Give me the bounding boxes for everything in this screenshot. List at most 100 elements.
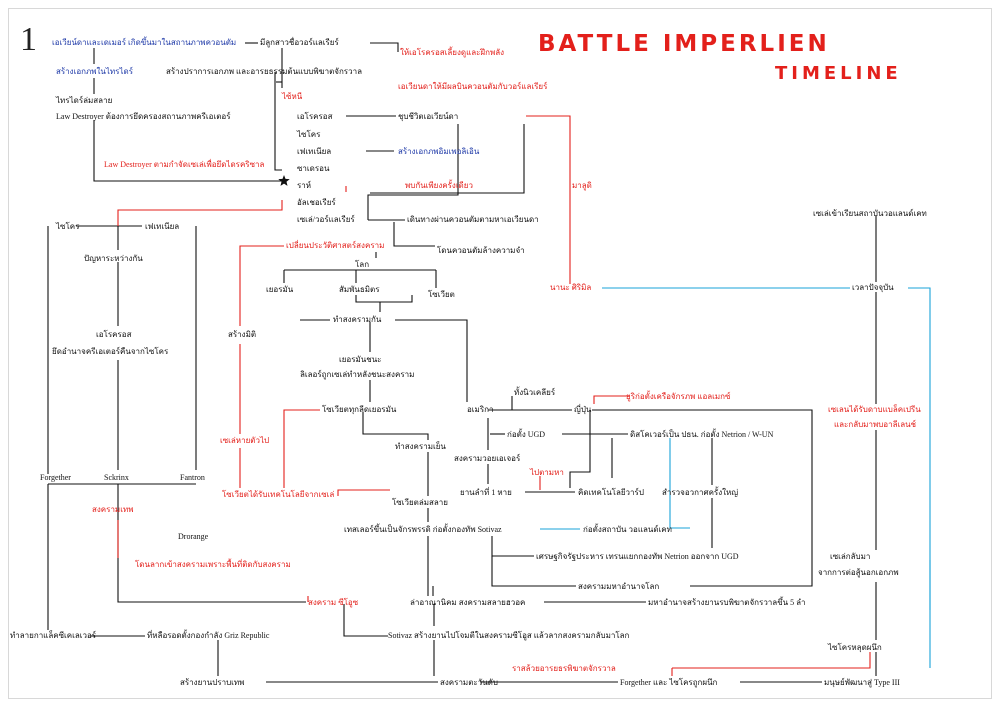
node-maludi: มาลูดิ	[572, 181, 592, 190]
logo-subtitle: TIMELINE	[775, 63, 902, 84]
node-erocros: เอโรครอส	[297, 112, 333, 121]
node-nana-sirimil: นานะ ศิริมิล	[550, 283, 592, 292]
node-cycro-unsealed: ไซโครหลุดผนึก	[828, 643, 882, 652]
node-sunset-war: สงครามตะวันดับ	[440, 678, 498, 687]
node-travel-quantum: เดินทางผ่านควอนตัมตามหาเอเวียนดา	[407, 215, 539, 224]
node-met-once: พบกันเพียงครั้งเดียว	[405, 181, 473, 190]
node-create-universe-imperlien: สร้างเอกภพอิมเพอลิเอิน	[398, 147, 480, 156]
node-superpowers-build: มหาอำนาจสร้างยานรบพิฆาตจักรวาลขึ้น 5 ลำ	[648, 598, 806, 607]
node-saderon: ซาเดรอน	[297, 164, 330, 173]
connector-line-32	[395, 319, 468, 402]
connector-line-73	[283, 409, 320, 488]
connector-line-9	[367, 124, 459, 220]
connector-line-74	[337, 489, 390, 496]
node-soviet-gets-tech: โซเวียตได้รับเทคโนโลยีจากเซเล่	[222, 490, 335, 499]
connector-line-20	[117, 484, 306, 603]
node-griz-republic: ที่หลือรอดตั้งกองกำลัง Griz Republic	[147, 631, 270, 640]
node-change-history: เปลี่ยนประวัติศาสตร์สงคราม	[286, 241, 385, 250]
connector-line-86	[669, 438, 690, 529]
node-warp-tech: คิดเทคโนโลยีวาร์ป	[578, 488, 644, 497]
node-zeous-war: สงคราม ซีโอูซ	[308, 598, 359, 607]
node-fetaneal-split: เฟเทเนียล	[145, 222, 180, 231]
node-earth: โลก	[355, 260, 370, 269]
node-forgether-cycro-sealed: Forgether และ ไซโครถูกผนึก	[620, 678, 718, 687]
connector-line-29	[355, 295, 413, 303]
node-sele-vanished: เซเล่หายตัวไป	[220, 436, 270, 445]
node-voyager-war: สงครามวอยเอเจอร์	[454, 454, 521, 463]
node-ship-1-lost: ยานลำที่ 1 หาย	[460, 488, 512, 497]
node-colonization: ล่าอาณานิคม สงครามสลายฮวอค	[410, 598, 526, 607]
connector-line-39	[592, 409, 813, 587]
node-tridrive-collapse: ไทรไดร์ล่มสลาย	[56, 96, 113, 105]
node-sele-warlaria: เซเล่/วอร์แลเรียร์	[297, 215, 355, 224]
node-god-war: สงครามเทพ	[92, 505, 134, 514]
node-flee: ไซ้หนี	[282, 92, 303, 101]
node-build-god-slayer: สร้างยานปราบเทพ	[180, 678, 245, 687]
node-tesler-emperor: เทสเลอร์ขึ้นเป็นจักรพรรดิ ก่อตั้งกองทัพ …	[344, 525, 502, 534]
node-reclaim-creator: ยึดอำนาจครีเอเตอร์คืนจากไซโคร	[52, 347, 169, 356]
connector-line-38	[569, 410, 591, 488]
connector-line-6	[274, 72, 282, 171]
node-go-search: ไปตามหา	[530, 468, 564, 477]
node-alshearia: อัลเชอเรียร์	[297, 198, 336, 207]
node-law-destroyer-wants: Law Destroyer ต้องการยึดครองสถานภาพครีเอ…	[56, 112, 231, 121]
node-space-exploration: สำรวจอวกาศครั้งใหญ่	[662, 488, 739, 497]
node-war-begins: ทำสงครามกัน	[333, 315, 382, 324]
node-memory-wiped: โดนควอนตัมล้างความจำ	[437, 246, 525, 255]
connector-line-52	[491, 556, 576, 587]
node-fear-annihilator: ราสล้วยอารยธรพิฆาตจักรวาล	[512, 664, 616, 673]
node-revive-evianda: ชุบชีวิตเอเวียน์ดา	[398, 112, 459, 121]
node-raised-by-erocros: ให้เอโรครอสเลี้ยงดูและฝึกพลัง	[400, 48, 505, 57]
node-sele-enrolls: เซเล่เข้าเรียนสถาบันวอแลนด์เคท	[813, 209, 927, 218]
node-human-type3: มนุษย์พัฒนาสู่ Type III	[824, 678, 900, 687]
node-dragged-into-war: โดนลากเข้าสงครามเพราะพื้นที่ติดกับสงคราม	[135, 560, 291, 569]
node-cold-war: ทำสงครามเย็น	[395, 442, 446, 451]
connector-line-81	[672, 652, 871, 669]
connector-line-58	[343, 604, 388, 637]
node-germany: เยอรมัน	[266, 285, 294, 294]
logo-title: BATTLE IMPERLIEN	[538, 31, 830, 57]
node-forgether: Forgether	[40, 473, 71, 482]
node-drorange: Drorange	[178, 532, 209, 541]
node-found-warlandkate: ก่อตั้งสถาบัน วอแลนด์เคท	[583, 525, 672, 534]
node-soviet-collapse: โซเวียตล่มสลาย	[392, 498, 448, 507]
node-germany-wins: เยอรมันชนะ	[339, 355, 382, 364]
node-discover-president: ดิสโคเวอร์เป็น ปธน. ก่อตั้ง Netrion / W-…	[630, 430, 774, 439]
node-allies: สัมพันธมิตร	[339, 285, 380, 294]
node-sckrinx: Sckrinx	[104, 473, 129, 482]
connector-line-69	[239, 245, 284, 252]
node-japan: ญี่ปุ่น	[574, 405, 592, 414]
node-present-time: เวลาปัจจุบัน	[852, 283, 894, 292]
node-found-ugd: ก่อตั้ง UGD	[507, 430, 546, 439]
node-cycro-split: ไซโคร	[56, 222, 80, 231]
node-meet-aliline: และกลับมาพบอาลีเลนช์	[834, 420, 917, 429]
node-rah: ราห์	[297, 181, 312, 190]
node-selen-blade: เซเลนได้รับดาบแบล็คเปรีน	[828, 405, 921, 414]
node-fantron: Fantron	[180, 473, 205, 482]
node-create-universe-tridrive: สร้างเอกภพในไทรไดร์	[56, 67, 133, 76]
node-nuclear: ทั้งนิวเคลียร์	[514, 388, 556, 397]
node-soviet: โซเวียต	[428, 290, 455, 299]
node-daughter-warlaria: มีลูกสาวชื่อวอร์แลเรียร์	[260, 38, 339, 47]
node-conflict: ปัญหาระหว่างกัน	[84, 254, 143, 263]
connector-line-79	[593, 395, 630, 404]
node-destroy-galaxy: ทำลายกาแล็คซีเคเลเวอร์	[10, 631, 97, 640]
connector-line-4	[93, 120, 282, 182]
node-soviet-attacks-germany: โซเวียตทุกลีดเยอรมัน	[322, 405, 397, 414]
connector-line-78	[526, 115, 571, 284]
node-from-outer-battle: จากการต่อสู้นอกเอกภพ	[818, 568, 899, 577]
page-frame	[8, 8, 992, 699]
node-coup: เศรษฐกิจรัฐประหาร เทรนแยกกองทัพ Netrion …	[536, 552, 739, 561]
connector-line-51	[491, 536, 534, 557]
connector-line-11	[370, 124, 525, 194]
node-america: อเมริกา	[467, 405, 494, 414]
node-evianda-demer-born: เอเวียน์ดาและเดเมอร์ เกิดขึ้นมาในสถานภาพ…	[52, 38, 237, 47]
connector-line-35	[362, 412, 429, 440]
connector-line-1	[370, 42, 399, 52]
node-create-dimension: สร้างมิติ	[228, 330, 257, 339]
node-fetaneal: เฟเทเนียล	[297, 147, 332, 156]
node-sotivaz-attack: Sotivaz สร้างยานไปโจมตีในสงครามซีโอูส แล…	[388, 631, 630, 640]
connector-line-68	[117, 200, 283, 226]
